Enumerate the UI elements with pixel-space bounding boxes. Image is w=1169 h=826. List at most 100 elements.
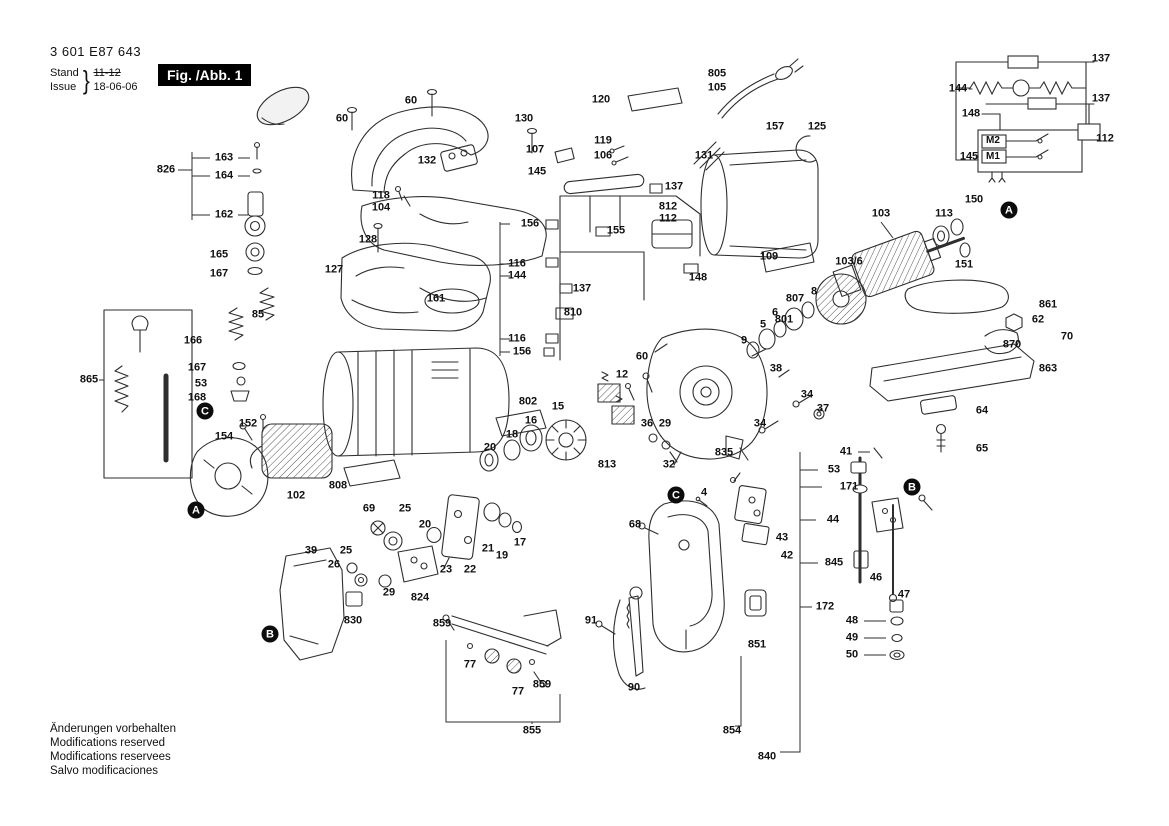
part-label-164: 164 [214,169,234,182]
part-label-810: 810 [563,306,583,319]
part-label-68: 68 [628,518,642,531]
part-label-15: 15 [551,400,565,413]
part-label-102: 102 [286,489,306,502]
part-label-70: 70 [1060,330,1074,343]
part-label-42: 42 [780,549,794,562]
part-label-34: 34 [753,417,767,430]
part-label-145: 145 [527,165,547,178]
part-label-23: 23 [439,563,453,576]
part-label-M2: M2 [986,135,1000,146]
part-label-128: 128 [358,233,378,246]
modification-notice: Modifications reservees [50,751,171,764]
part-label-113: 113 [935,207,953,220]
section-marker-C: C [196,402,214,420]
part-label-148: 148 [688,271,708,284]
part-label-47: 47 [897,588,911,601]
issue-date: 18-06-06 [93,81,138,94]
part-label-120: 120 [591,93,611,106]
part-label-150: 150 [964,193,984,206]
part-label-155: 155 [606,224,626,237]
document-number: 3 601 E87 643 [50,44,142,59]
part-label-48: 48 [845,614,859,627]
part-label-16: 16 [524,414,538,427]
part-label-127: 127 [324,263,344,276]
part-label-808: 808 [328,479,348,492]
part-label-137: 137 [1091,52,1111,65]
part-label-859: 859 [432,617,452,630]
section-marker-B: B [903,478,921,496]
part-label-167: 167 [209,267,229,280]
superseded-date: 11-12 [93,67,121,79]
part-label-20: 20 [418,518,432,531]
exploded-view-shapes [103,58,1035,690]
part-label-41: 41 [839,445,853,458]
part-label-17: 17 [513,536,527,549]
part-label-168: 168 [187,391,207,404]
part-label-109: 109 [759,250,779,263]
figure-label: Fig. /Abb. 1 [158,64,252,86]
modification-notice: Modifications reserved [50,737,166,750]
part-label-137: 137 [1091,92,1111,105]
part-label-25: 25 [339,544,353,557]
part-label-119: 119 [594,134,612,147]
part-label-60: 60 [335,112,349,125]
part-label-830: 830 [343,614,363,627]
part-label-861: 861 [1038,298,1058,311]
part-label-130: 130 [514,112,534,125]
part-label-39: 39 [304,544,318,557]
part-label-43: 43 [775,531,789,544]
stand-label: Stand [50,67,79,79]
section-marker-A: A [1000,201,1018,219]
part-label-824: 824 [410,591,430,604]
part-label-26: 26 [327,558,341,571]
part-label-145: 145 [959,150,979,163]
part-label-9: 9 [740,334,748,347]
part-label-5: 5 [759,318,767,331]
part-label-69: 69 [362,502,376,515]
part-label-65: 65 [975,442,989,455]
part-label-125: 125 [807,120,827,133]
part-label-152: 152 [238,417,258,430]
part-label-18: 18 [505,428,519,441]
part-label-137: 137 [664,180,684,193]
part-label-116: 116 [508,257,526,270]
part-label-166: 166 [183,334,203,347]
part-label-802: 802 [518,395,538,408]
part-label-36: 36 [640,417,654,430]
part-label-171: 171 [839,480,859,493]
part-label-105: 105 [707,81,727,94]
part-label-870: 870 [1002,338,1022,351]
part-label-44: 44 [826,513,840,526]
part-label-854: 854 [722,724,742,737]
part-label-807: 807 [785,292,805,305]
part-label-85: 85 [251,308,265,321]
part-label-156: 156 [512,345,532,358]
part-label-131: 131 [694,149,714,162]
part-label-161: 161 [426,292,446,305]
part-label-49: 49 [845,631,859,644]
part-label-172: 172 [815,600,835,613]
part-label-855: 855 [522,724,542,737]
part-label-12: 12 [615,368,629,381]
part-label-34: 34 [800,388,814,401]
leader-lines [99,152,894,753]
part-label-137: 137 [572,282,592,295]
part-label-859: 859 [532,678,552,691]
part-label-38: 38 [769,362,783,375]
part-label-148: 148 [961,107,981,120]
part-label-157: 157 [765,120,785,133]
part-label-22: 22 [463,563,477,576]
part-label-46: 46 [869,571,883,584]
part-label-32: 32 [662,458,676,471]
part-label-60: 60 [404,94,418,107]
part-label-104: 104 [371,201,391,214]
part-label-144: 144 [507,269,527,282]
part-label-20: 20 [483,441,497,454]
issue-brace: } [82,64,90,95]
part-label-60: 60 [635,350,649,363]
part-label-8: 8 [810,285,818,298]
part-label-805: 805 [707,67,727,80]
